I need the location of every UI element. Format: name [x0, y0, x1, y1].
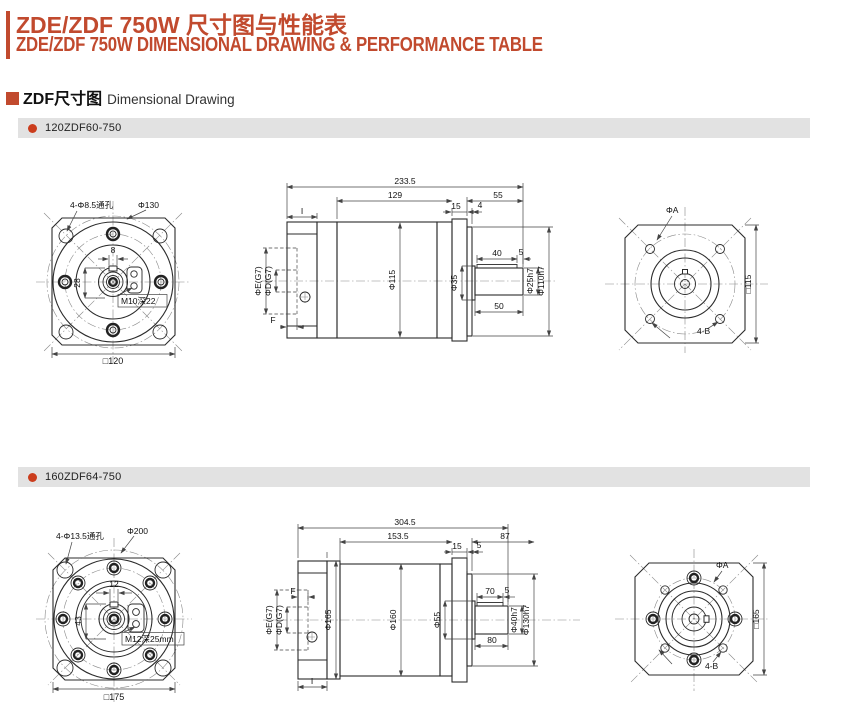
centerlines: [605, 207, 768, 353]
dimensions: ΦA 4-B □115: [651, 205, 759, 344]
dim-overall: 304.5: [394, 517, 416, 527]
side-view-120zdf60: 233.5 129 55 15 4 I Φ115 Φ35 40 5 50 Φ25…: [253, 176, 557, 342]
label-tap: M12深25mm: [125, 634, 174, 644]
dim-key-length: 70: [485, 586, 495, 596]
dim-bore-e: ΦE(G7): [264, 605, 274, 635]
flange-outline: [52, 557, 176, 681]
centerlines: [36, 201, 191, 363]
dim-pilot-dia: Φ110h7: [536, 266, 546, 296]
dim-key-length: 40: [492, 248, 502, 258]
page-title-zh: ZDE/ZDF 750W 尺寸图与性能表: [16, 12, 347, 38]
dim-spacer: 4: [478, 200, 483, 210]
dim-boss-dia: Φ55: [432, 612, 442, 629]
model-name: 160ZDF64-750: [45, 471, 122, 483]
dim-key-end: 5: [505, 585, 510, 595]
flange-outline: [634, 562, 754, 676]
dim-overall: 233.5: [394, 176, 416, 186]
label-corner-holes: 4-Φ13.5通孔: [56, 531, 104, 541]
gearbox-outline: [287, 557, 509, 683]
bolt-holes: [55, 560, 173, 678]
dim-hub-width: 28: [72, 278, 82, 288]
dim-input-width: I: [301, 206, 303, 216]
dim-square: □175: [104, 692, 124, 702]
dimensions: 304.5 153.5 87 15 5 F ΦE(G7) ΦD(G7) I Φ1…: [264, 517, 538, 691]
dim-flange-width: 15: [452, 541, 462, 551]
label-holes: 4-B: [705, 661, 719, 671]
flange-outline: [51, 217, 176, 346]
dim-bore-d: ΦD(G7): [263, 266, 273, 296]
dimensions: ΦA 4-B □165: [658, 560, 767, 676]
accent-rule: [6, 11, 10, 59]
dim-hub-width: 43: [73, 616, 83, 626]
section-marker-icon: [6, 92, 19, 105]
dim-step-f: F: [270, 315, 275, 325]
dim-square: □165: [751, 609, 761, 629]
dim-shaft-dia: Φ40h7: [509, 607, 519, 633]
dim-shaft-length: 80: [487, 635, 497, 645]
bolt-holes: [57, 226, 169, 338]
dim-pilot-dia: Φ130h7: [521, 605, 531, 636]
dim-flange-dia: Φ165: [323, 609, 333, 630]
dim-body-length: 153.5: [387, 531, 409, 541]
dim-flange-width: 15: [451, 201, 461, 211]
dim-boss-dia: Φ35: [449, 275, 459, 292]
label-bolt-circle: ΦA: [666, 205, 679, 215]
dimensions: 233.5 129 55 15 4 I Φ115 Φ35 40 5 50 Φ25…: [253, 176, 553, 338]
dim-key-end: 5: [519, 247, 524, 257]
bolt-holes: [645, 570, 743, 668]
dim-bore-e: ΦE(G7): [253, 266, 263, 296]
side-view-160zdf64: 304.5 153.5 87 15 5 F ΦE(G7) ΦD(G7) I Φ1…: [263, 517, 580, 691]
back-view-120zdf60: ΦA 4-B □115: [605, 205, 768, 353]
bullet-dot-icon: [28, 472, 37, 482]
model-header-120zdf60: 120ZDF60-750: [18, 118, 810, 138]
dim-bore-d: ΦD(G7): [274, 605, 284, 635]
front-view-160zdf64: 12 43 4-Φ13.5通孔 Φ200 M12深25mm □175: [36, 526, 192, 702]
dim-output-length: 55: [493, 190, 503, 200]
dim-body-dia: Φ160: [388, 609, 398, 630]
bullet-dot-icon: [28, 123, 37, 133]
label-bolt-circle: Φ200: [127, 526, 148, 536]
dim-square: □120: [103, 356, 123, 366]
dimensions: 12 43 4-Φ13.5通孔 Φ200 M12深25mm □175: [52, 526, 185, 702]
dim-spacer: 5: [477, 540, 482, 550]
dim-body-dia: Φ115: [387, 270, 397, 291]
centerlines: [36, 538, 192, 702]
dim-input-width: I: [311, 676, 313, 686]
label-bolt-circle: Φ130: [138, 200, 159, 210]
dim-key-width: 8: [111, 245, 116, 255]
gearbox-outline: [276, 218, 524, 342]
dim-shaft-dia: Φ25h7: [525, 268, 535, 294]
page-title-en: ZDE/ZDF 750W DIMENSIONAL DRAWING & PERFO…: [16, 34, 543, 56]
dim-output-length: 87: [500, 531, 510, 541]
dim-step-f: F: [290, 586, 295, 596]
label-corner-holes: 4-Φ8.5通孔: [70, 200, 114, 210]
label-bolt-circle: ΦA: [716, 560, 729, 570]
front-view-120zdf60: 8 28 4-Φ8.5通孔 Φ130 M10深22 □120: [36, 200, 191, 366]
dim-key-width: 12: [109, 579, 119, 589]
dimensions: 8 28 4-Φ8.5通孔 Φ130 M10深22 □120: [51, 200, 176, 366]
back-view-160zdf64: ΦA 4-B □165: [615, 549, 770, 691]
section-header: ZDF尺寸图 Dimensional Drawing: [6, 85, 235, 109]
centerlines: [615, 549, 770, 691]
dim-shaft-length: 50: [494, 301, 504, 311]
model-name: 120ZDF60-750: [45, 122, 122, 134]
section-title-en: Dimensional Drawing: [107, 92, 235, 107]
flange-outline: [624, 224, 746, 344]
label-holes: 4-B: [697, 326, 711, 336]
section-title-zh: ZDF尺寸图: [23, 91, 103, 108]
dim-body-length: 129: [388, 190, 402, 200]
dim-square: □115: [743, 274, 753, 293]
model-header-160zdf64: 160ZDF64-750: [18, 467, 810, 487]
label-tap: M10深22: [121, 296, 156, 306]
